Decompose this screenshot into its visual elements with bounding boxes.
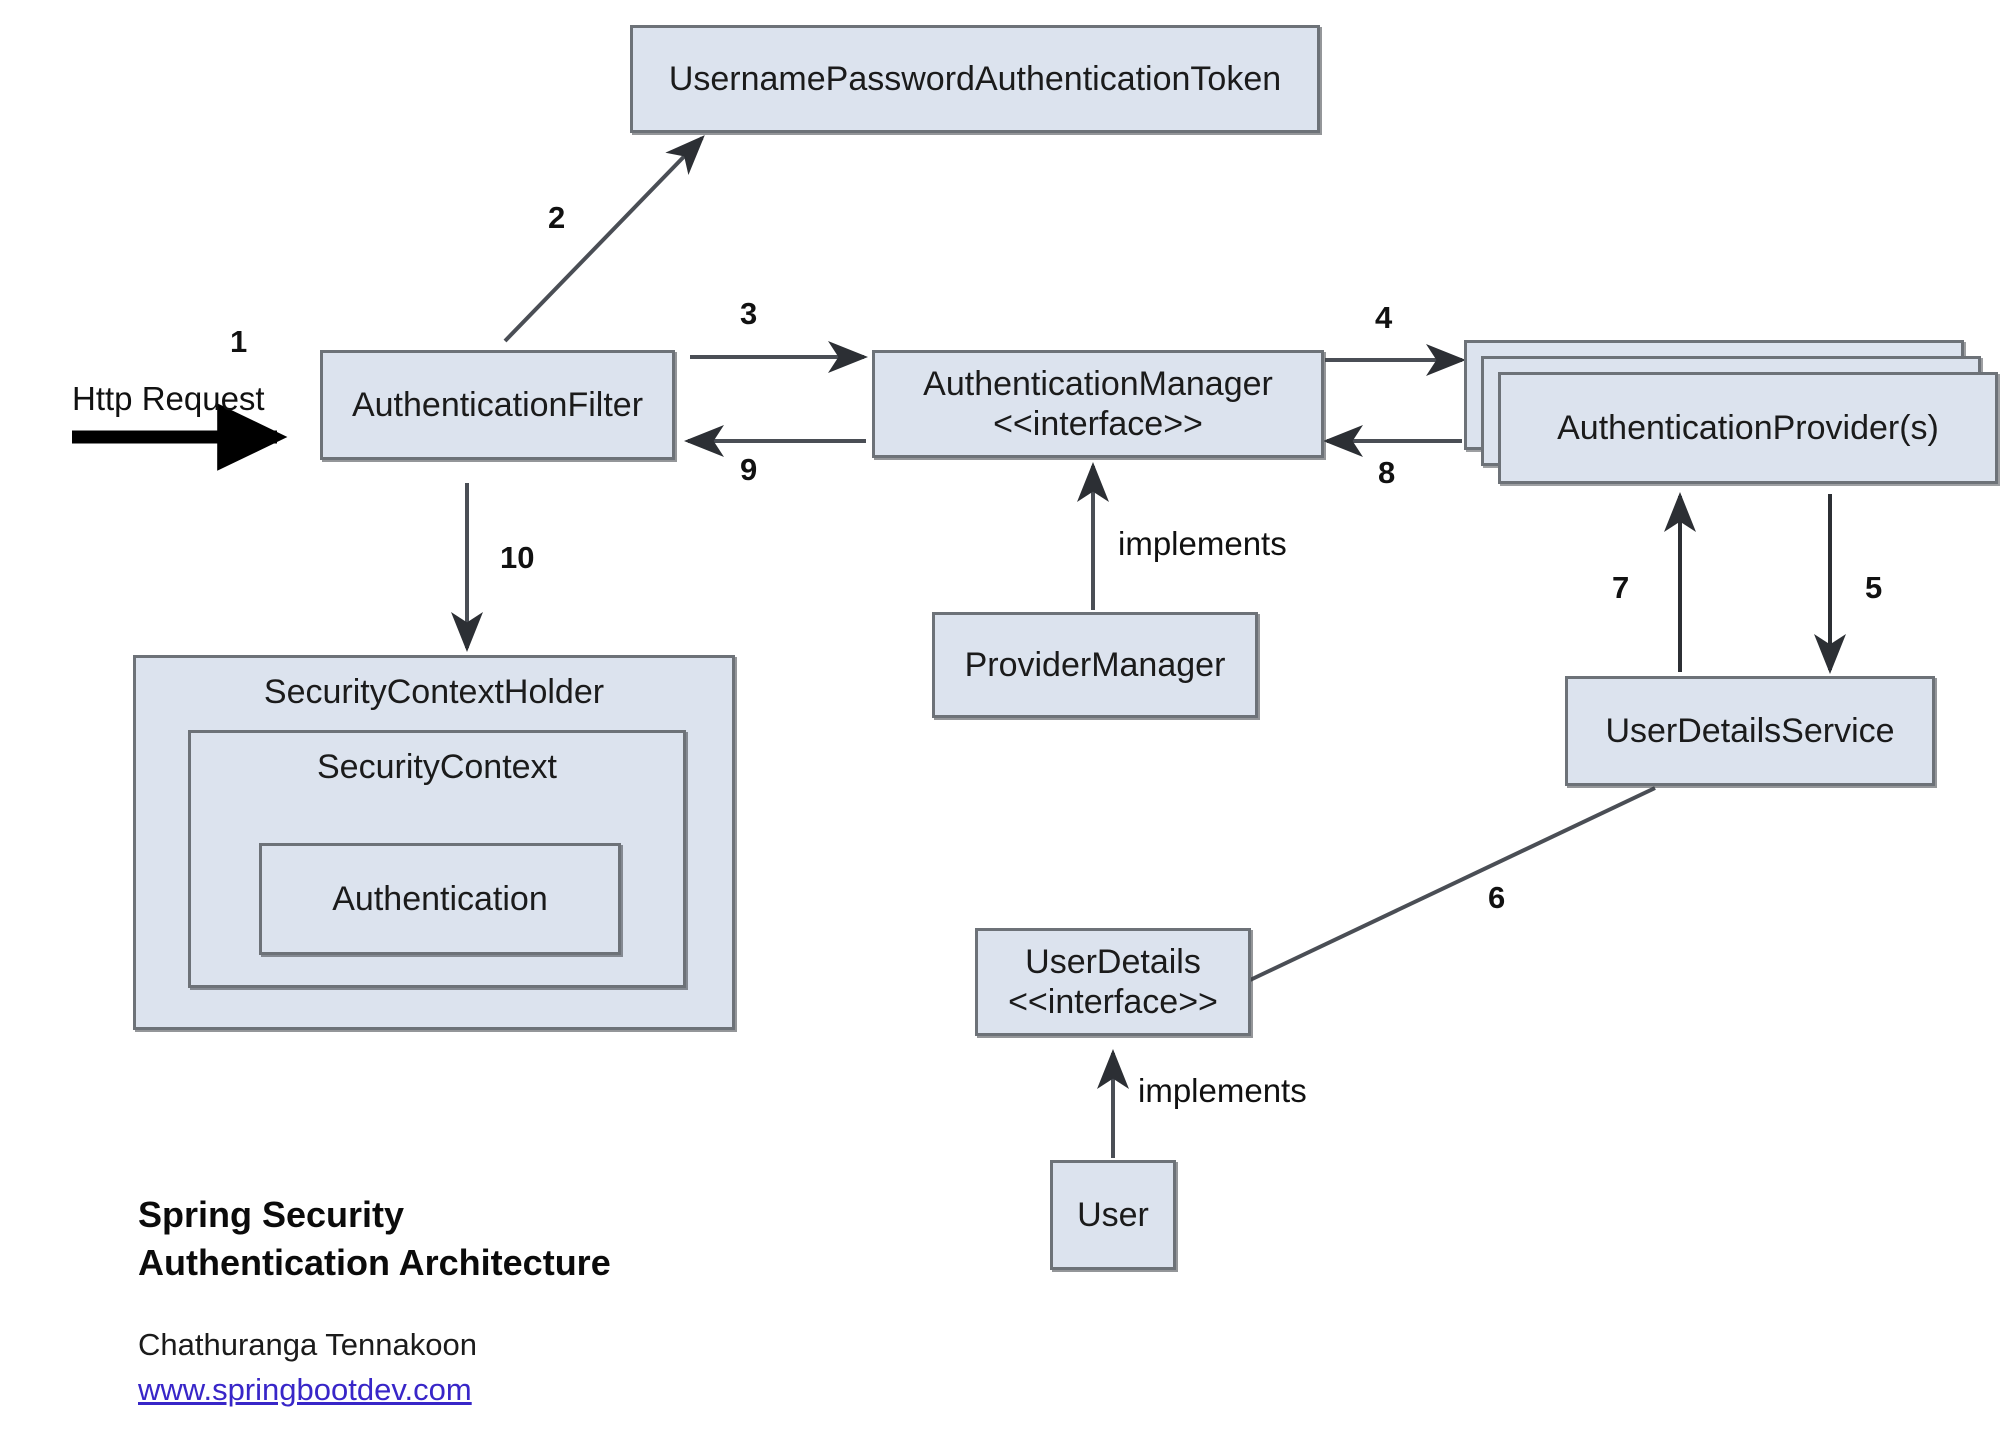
- edge-filter-to-token: [503, 135, 705, 343]
- edge-user-details-service-to-user-details: [1247, 786, 1656, 983]
- node-label: ProviderManager: [964, 645, 1226, 684]
- diagram-website-link[interactable]: www.springbootdev.com: [138, 1372, 472, 1407]
- node-label: SecurityContext: [317, 748, 557, 786]
- edge-step-9: 9: [740, 452, 758, 487]
- node-security-context-holder[interactable]: SecurityContextHolder SecurityContext Au…: [133, 655, 735, 1030]
- node-label: UserDetailsService: [1605, 711, 1895, 750]
- diagram-title-line-1: Spring Security: [138, 1194, 405, 1235]
- edge-step-10: 10: [500, 540, 535, 575]
- node-authentication[interactable]: Authentication: [259, 843, 621, 955]
- edge-step-3: 3: [740, 296, 758, 331]
- node-label: AuthenticationFilter: [351, 385, 644, 424]
- node-provider-manager[interactable]: ProviderManager: [932, 612, 1258, 718]
- node-stereotype: <<interface>>: [993, 405, 1203, 443]
- node-user-details[interactable]: UserDetails <<interface>>: [975, 928, 1251, 1036]
- node-label: User: [1077, 1195, 1149, 1234]
- edge-step-6: 6: [1488, 880, 1506, 915]
- edge-step-5: 5: [1865, 570, 1883, 605]
- node-label: Authentication: [332, 879, 548, 918]
- node-label: SecurityContextHolder: [263, 673, 605, 711]
- node-authentication-filter[interactable]: AuthenticationFilter: [320, 350, 675, 460]
- node-security-context[interactable]: SecurityContext Authentication: [188, 730, 686, 988]
- edge-step-2: 2: [548, 200, 566, 235]
- diagram-title-line-2: Authentication Architecture: [138, 1242, 611, 1283]
- node-label: UsernamePasswordAuthenticationToken: [668, 59, 1282, 98]
- node-label: AuthenticationProvider(s): [1557, 408, 1939, 447]
- edge-label-user-implements: implements: [1138, 1072, 1307, 1109]
- node-authentication-provider[interactable]: AuthenticationProvider(s): [1498, 372, 1998, 484]
- node-user-details-service[interactable]: UserDetailsService: [1565, 676, 1935, 786]
- edge-step-8: 8: [1378, 455, 1396, 490]
- diagram-author: Chathuranga Tennakoon: [138, 1327, 477, 1362]
- edge-label-provider-manager-implements: implements: [1118, 525, 1287, 562]
- node-user[interactable]: User: [1050, 1160, 1176, 1270]
- node-username-password-authentication-token[interactable]: UsernamePasswordAuthenticationToken: [630, 25, 1320, 133]
- node-label: UserDetails: [1025, 942, 1201, 981]
- edge-step-4: 4: [1375, 300, 1393, 335]
- edge-step-7: 7: [1612, 570, 1630, 605]
- node-label: AuthenticationManager: [923, 364, 1273, 403]
- node-authentication-manager[interactable]: AuthenticationManager <<interface>>: [872, 350, 1324, 458]
- edge-step-1: 1: [230, 324, 248, 359]
- node-stereotype: <<interface>>: [1008, 983, 1218, 1021]
- edge-label-http-request: Http Request: [72, 380, 265, 417]
- node-authentication-provider-stack[interactable]: AuthenticationProvider(s): [1464, 340, 1998, 490]
